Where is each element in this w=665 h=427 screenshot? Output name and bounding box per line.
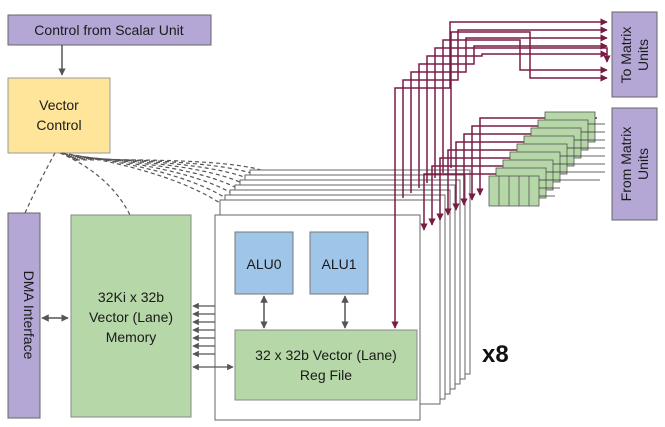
vector-memory-label-line1: 32Ki x 32b [98, 289, 164, 305]
reg-file-label-line1: 32 x 32b Vector (Lane) [255, 347, 397, 363]
to-matrix-units-box: To Matrix Units [611, 11, 658, 98]
to-matrix-units-bus [391, 18, 611, 329]
lane-multiplier-label: x8 [482, 341, 509, 368]
from-matrix-units-box: From Matrix Units [611, 107, 658, 221]
reg-file-label-line2: Reg File [300, 367, 352, 383]
alu0-box: ALU0 [234, 231, 294, 295]
vector-memory-label-line2: Vector (Lane) [89, 309, 173, 325]
vector-memory-label-line3: Memory [106, 329, 157, 345]
from-matrix-units-label-line1: From Matrix [618, 127, 634, 202]
alu0-label: ALU0 [246, 256, 281, 272]
control-from-scalar-unit-box: Control from Scalar Unit [7, 14, 212, 46]
vector-control-box: Vector Control [7, 77, 111, 154]
from-matrix-units-label-line2: Units [635, 148, 651, 180]
dma-interface-box: DMA Interface [7, 212, 41, 419]
matrix-result-buffers [488, 111, 605, 207]
vector-reg-file-box: 32 x 32b Vector (Lane) Reg File [234, 329, 418, 401]
control-from-scalar-unit-label: Control from Scalar Unit [34, 22, 183, 38]
vector-control-label-line2: Control [36, 117, 81, 133]
to-matrix-units-label-line1: To Matrix [618, 27, 634, 84]
memory-lane-arrows [192, 302, 234, 371]
vector-lane-memory-box: 32Ki x 32b Vector (Lane) Memory [70, 214, 192, 418]
to-matrix-units-label-line2: Units [635, 39, 651, 71]
alu1-label: ALU1 [321, 256, 356, 272]
alu1-box: ALU1 [309, 231, 369, 295]
dma-interface-label: DMA Interface [21, 271, 37, 360]
vector-control-label-line1: Vector [39, 97, 79, 113]
